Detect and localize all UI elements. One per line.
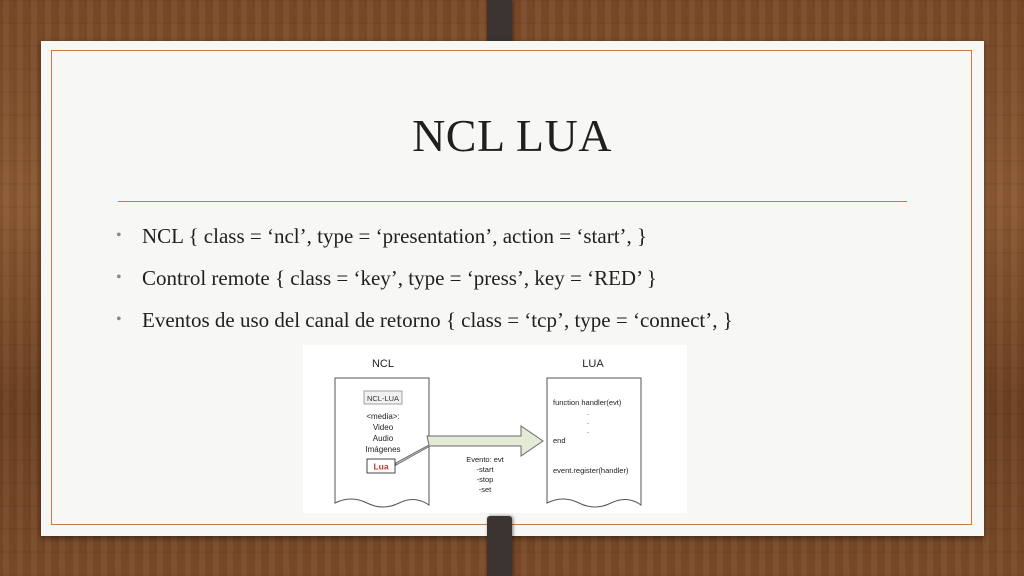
code-line: function handler(evt) [553,398,622,407]
bullet-text: Eventos de uso del canal de retorno { cl… [142,308,733,332]
bullet-item: • Control remote { class = ‘key’, type =… [116,260,733,302]
event-line: -set [479,485,492,494]
event-line: -stop [477,475,494,484]
code-line: end [553,436,566,445]
bullet-icon: • [116,227,122,244]
media-line: <media>: [366,412,399,421]
event-line: -start [476,465,494,474]
title-divider [118,201,907,202]
ncl-lua-box [363,390,403,405]
event-line: Evento: evt [466,455,504,464]
slide-title: NCL LUA [412,110,612,161]
bullet-icon: • [116,311,122,328]
bullet-text: Control remote { class = ‘key’, type = ‘… [142,266,657,290]
ncl-lua-label: NCL-LUA [367,394,399,403]
ncl-lua-diagram: NCL LUA NCL-LUA <media>: Video Audio Imá… [303,345,687,513]
lua-heading: LUA [582,358,604,370]
media-line: Video [373,423,394,432]
media-line: Audio [373,434,394,443]
lua-box-label: Lua [373,462,388,472]
bullet-item: • Eventos de uso del canal de retorno { … [116,302,733,344]
ncl-document-shape [334,377,430,508]
code-line: . [587,426,589,435]
ncl-heading: NCL [372,358,394,370]
bullet-text: NCL { class = ‘ncl’, type = ‘presentatio… [142,224,648,248]
bullet-icon: • [116,269,122,286]
event-arrow-shape [395,425,544,466]
code-line: event.register(handler) [553,466,629,475]
code-line: . [587,408,589,417]
bullet-list: • NCL { class = ‘ncl’, type = ‘presentat… [116,218,733,344]
bullet-item: • NCL { class = ‘ncl’, type = ‘presentat… [116,218,733,260]
binder-clip-bottom [487,516,512,576]
lua-document-shape [546,377,642,508]
lua-box [366,458,396,474]
code-line: . [587,417,589,426]
media-line: Imágenes [365,445,400,454]
